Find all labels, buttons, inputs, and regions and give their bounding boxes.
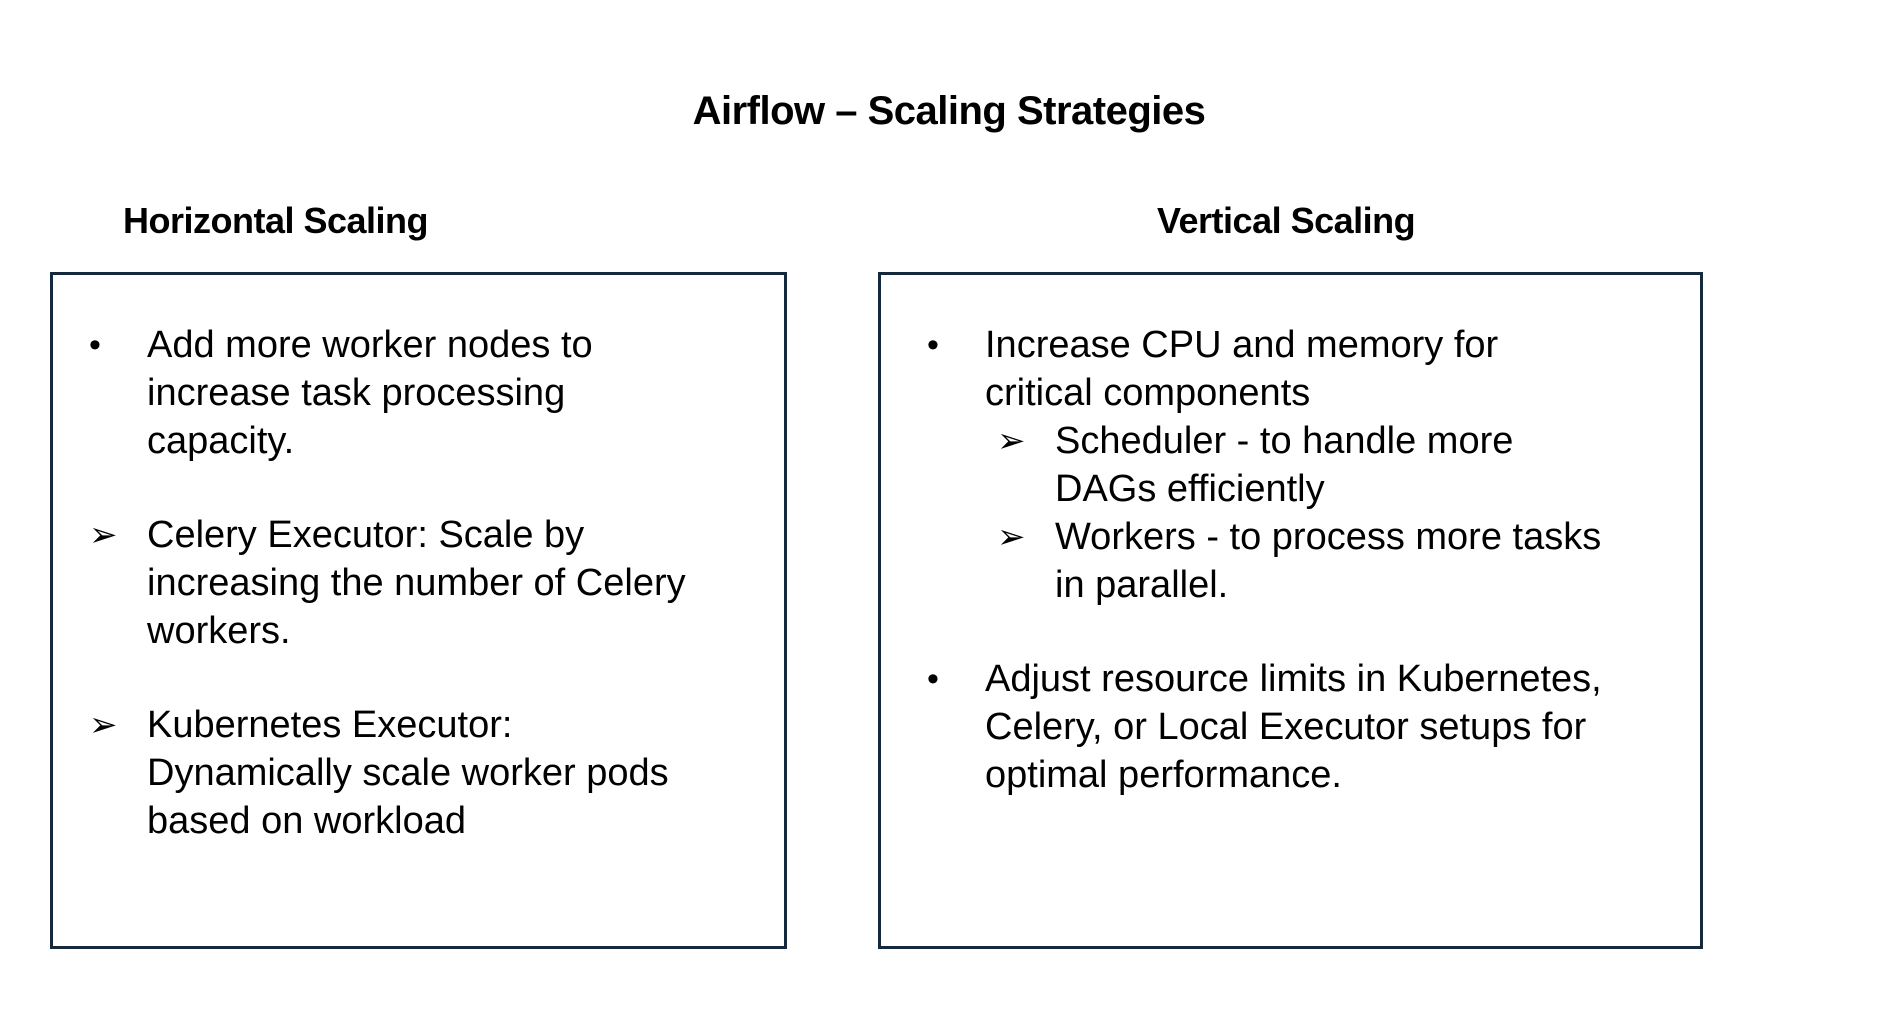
sub-list-item-text: Scheduler - to handle more DAGs efficien… (1055, 420, 1514, 510)
sub-list: ➢ Scheduler - to handle more DAGs effici… (985, 417, 1690, 609)
list-item-content: Increase CPU and memory for critical com… (985, 321, 1690, 609)
arrowhead-bullet-icon: ➢ (89, 705, 118, 745)
sub-list-item-text: Workers - to process more tasks in paral… (1055, 516, 1602, 606)
heading-horizontal-scaling: Horizontal Scaling (123, 200, 429, 241)
bullet-dot-icon: • (927, 326, 939, 364)
sub-list-item: ➢ Scheduler - to handle more DAGs effici… (997, 417, 1690, 513)
list-item: • Increase CPU and memory for critical c… (927, 321, 1690, 609)
bullet-dot-icon: • (89, 326, 101, 364)
arrowhead-bullet-icon: ➢ (997, 421, 1026, 461)
horizontal-scaling-list: • Add more worker nodes to increase task… (53, 275, 784, 845)
list-item-text: Celery Executor: Scale by increasing the… (147, 514, 686, 652)
bullet-dot-icon: • (927, 660, 939, 698)
heading-vertical-scaling: Vertical Scaling (1157, 200, 1416, 241)
vertical-scaling-list: • Increase CPU and memory for critical c… (881, 275, 1700, 799)
sub-list-item: ➢ Workers - to process more tasks in par… (997, 513, 1690, 609)
list-item-text: Kubernetes Executor: Dynamically scale w… (147, 704, 669, 842)
list-item: • Add more worker nodes to increase task… (89, 321, 770, 465)
arrowhead-bullet-icon: ➢ (89, 515, 118, 555)
horizontal-scaling-box: • Add more worker nodes to increase task… (50, 272, 787, 949)
arrowhead-bullet-icon: ➢ (997, 517, 1026, 557)
list-item-text: Increase CPU and memory for critical com… (985, 324, 1499, 414)
list-item: ➢ Celery Executor: Scale by increasing t… (89, 511, 770, 655)
list-item: ➢ Kubernetes Executor: Dynamically scale… (89, 701, 770, 845)
list-item-text: Add more worker nodes to increase task p… (147, 324, 593, 462)
slide-title: Airflow – Scaling Strategies (692, 89, 1206, 133)
vertical-scaling-box: • Increase CPU and memory for critical c… (878, 272, 1703, 949)
list-item-text: Adjust resource limits in Kubernetes, Ce… (985, 658, 1602, 796)
list-item: • Adjust resource limits in Kubernetes, … (927, 655, 1690, 799)
